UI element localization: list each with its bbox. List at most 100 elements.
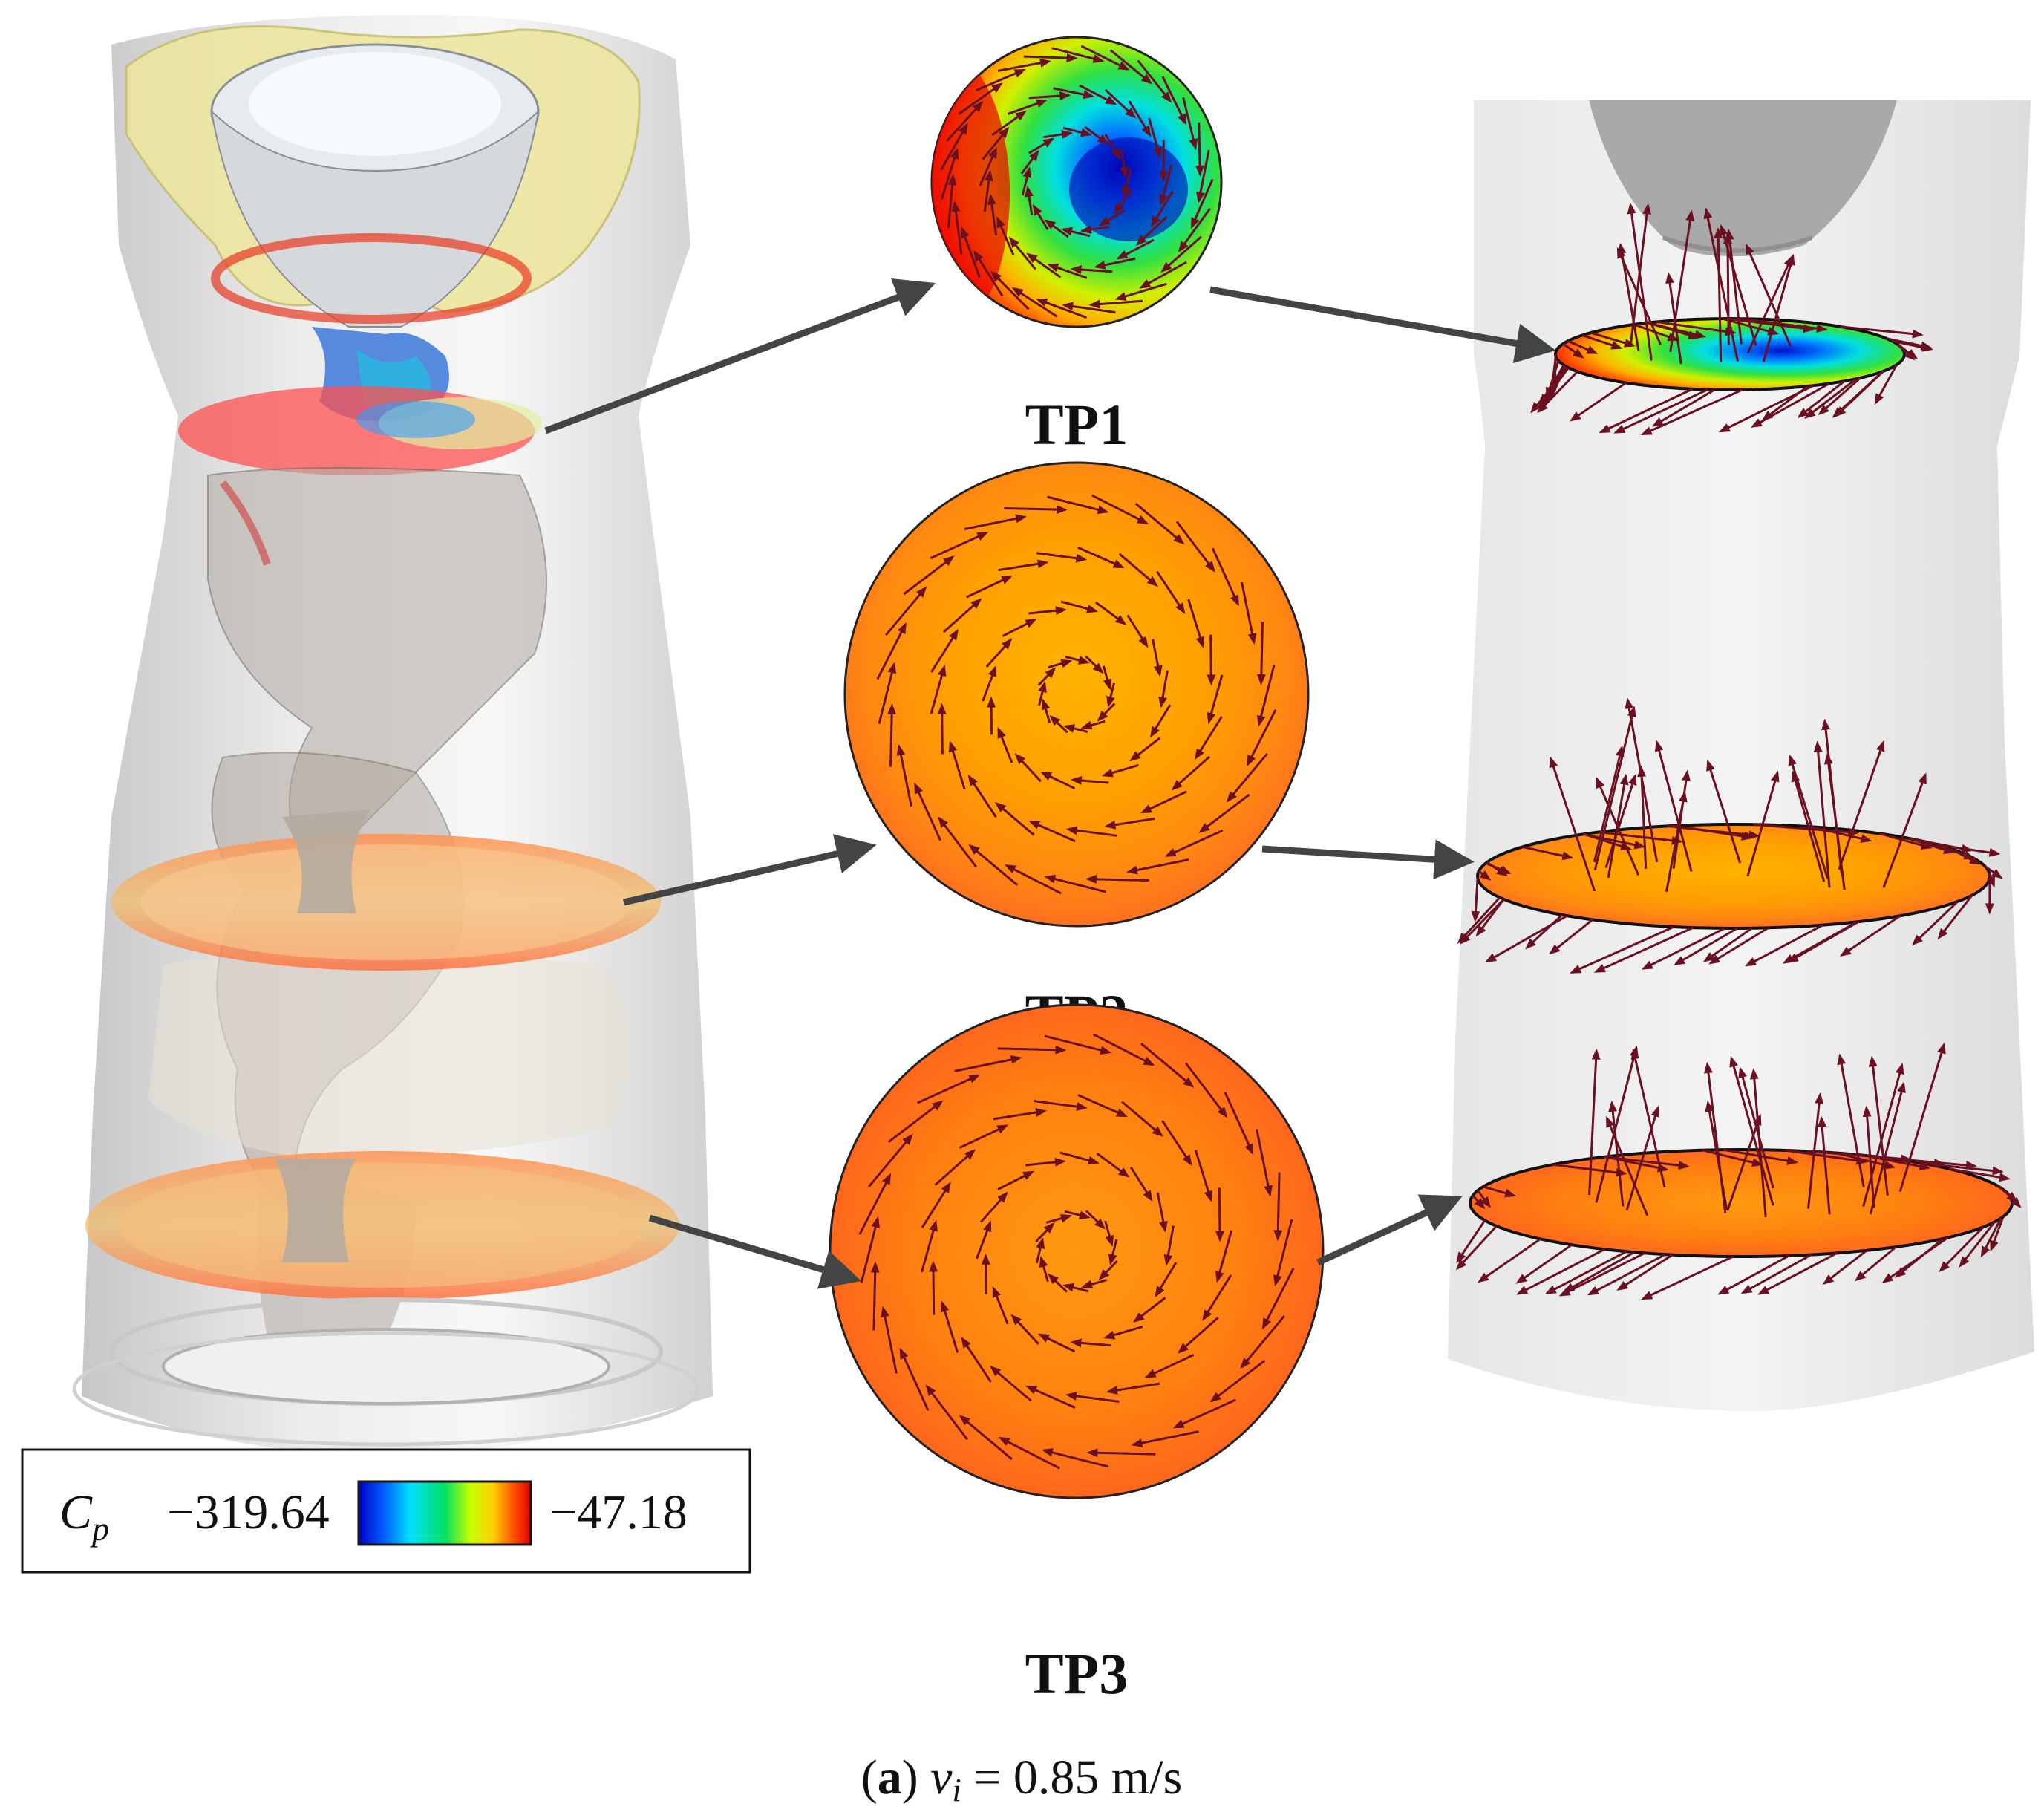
velocity-vector bbox=[870, 1261, 880, 1331]
velocity-vector bbox=[1821, 718, 1843, 873]
velocity-vector bbox=[1079, 84, 1117, 105]
velocity-vector bbox=[1256, 665, 1276, 727]
velocity-vector bbox=[1135, 216, 1168, 247]
velocity-vector bbox=[1172, 1398, 1236, 1429]
velocity-vector bbox=[1065, 826, 1117, 837]
velocity-vector bbox=[1109, 49, 1153, 85]
velocity-vector bbox=[1665, 272, 1682, 365]
velocity-vector bbox=[961, 226, 981, 278]
velocity-vector bbox=[996, 216, 1015, 255]
velocity-vector bbox=[1038, 681, 1047, 706]
velocity-vector bbox=[1064, 1210, 1091, 1220]
arrow-center-tp3-to-right bbox=[1316, 1194, 1463, 1266]
velocity-vector bbox=[1207, 634, 1216, 686]
velocity-vector bbox=[1762, 253, 1795, 363]
velocity-vector bbox=[964, 514, 1028, 530]
velocity-vector bbox=[1045, 1213, 1072, 1224]
velocity-vector bbox=[1581, 333, 1623, 350]
velocity-vector bbox=[1604, 1156, 1669, 1173]
velocity-vector bbox=[1194, 1150, 1213, 1202]
velocity-vector bbox=[1104, 134, 1121, 160]
velocity-vector bbox=[1740, 1254, 1812, 1294]
velocity-vector bbox=[1595, 1045, 1639, 1203]
velocity-vector bbox=[1034, 1100, 1088, 1112]
velocity-vector bbox=[1215, 1230, 1233, 1283]
velocity-vector bbox=[1098, 1260, 1118, 1280]
velocity-vector bbox=[982, 665, 997, 702]
velocity-vector bbox=[1161, 1120, 1192, 1167]
velocity-vector bbox=[1706, 759, 1742, 864]
velocity-vector bbox=[1085, 874, 1149, 884]
velocity-vector bbox=[954, 1055, 1022, 1072]
velocity-vector bbox=[1570, 382, 1627, 422]
velocity-vector bbox=[1035, 1237, 1045, 1264]
velocity-vector bbox=[1604, 773, 1637, 868]
velocity-vector bbox=[998, 559, 1049, 572]
velocity-vector bbox=[1070, 265, 1113, 274]
velocity-vector bbox=[968, 844, 1019, 886]
velocity-vector bbox=[1011, 287, 1058, 318]
velocity-vector bbox=[1725, 228, 1743, 345]
velocity-vector bbox=[1839, 325, 1924, 339]
velocity-vector bbox=[942, 598, 982, 633]
legend-min-label: −319.64 bbox=[167, 1485, 330, 1539]
velocity-vector bbox=[1037, 667, 1057, 686]
velocity-vector bbox=[1718, 384, 1815, 433]
velocity-vector bbox=[1028, 606, 1067, 616]
velocity-vector bbox=[1522, 845, 1574, 861]
velocity-vector bbox=[1247, 709, 1277, 767]
velocity-vector bbox=[1882, 772, 1927, 888]
velocity-vector bbox=[1131, 1430, 1199, 1447]
legend-max-label: −47.18 bbox=[549, 1485, 688, 1539]
velocity-vector bbox=[1159, 164, 1173, 206]
velocity-vector bbox=[1094, 601, 1127, 625]
velocity-vector bbox=[1549, 756, 1596, 892]
velocity-vector bbox=[1104, 817, 1155, 830]
velocity-vector bbox=[903, 555, 955, 596]
velocity-vector bbox=[1158, 670, 1169, 708]
velocity-vector bbox=[1101, 763, 1139, 778]
velocity-vector bbox=[1552, 1163, 1627, 1177]
velocity-vector bbox=[1840, 914, 1901, 957]
velocity-vector bbox=[1044, 219, 1069, 238]
velocity-vector bbox=[1118, 553, 1158, 587]
velocity-vector bbox=[940, 123, 968, 171]
right-runner-cone bbox=[1589, 100, 1897, 256]
velocity-vector bbox=[1085, 1210, 1106, 1230]
velocity-vector bbox=[1745, 243, 1792, 348]
velocity-vector bbox=[1126, 614, 1149, 648]
velocity-vector bbox=[1791, 770, 1826, 882]
velocity-vector bbox=[1209, 1360, 1266, 1403]
velocity-vector bbox=[1640, 388, 1743, 436]
velocity-vector bbox=[1997, 1185, 2018, 1202]
velocity-vector bbox=[1750, 382, 1830, 428]
velocity-vector bbox=[976, 68, 1026, 91]
velocity-vector bbox=[1004, 505, 1068, 515]
velocity-vector bbox=[1039, 1256, 1049, 1283]
velocity-vector bbox=[1708, 927, 1769, 965]
velocity-vector bbox=[925, 1384, 968, 1441]
velocity-vector bbox=[1049, 714, 1068, 734]
velocity-vector bbox=[951, 201, 963, 255]
arrow-center-tp1-to-right bbox=[1209, 286, 1556, 364]
velocity-vector bbox=[997, 1045, 1067, 1055]
velocity-vector bbox=[1729, 1055, 1774, 1206]
right-tp3-vectors bbox=[1455, 1042, 2022, 1300]
velocity-vector bbox=[1456, 1219, 1486, 1264]
velocity-vector bbox=[1062, 126, 1092, 137]
velocity-vector bbox=[1837, 1053, 1865, 1187]
velocity-vector bbox=[1026, 252, 1062, 278]
velocity-vector bbox=[1719, 224, 1757, 346]
velocity-vector bbox=[1202, 1274, 1232, 1321]
velocity-vector bbox=[1240, 1315, 1285, 1369]
velocity-vector bbox=[1832, 370, 1884, 418]
velocity-vector bbox=[1121, 168, 1132, 198]
velocity-vector bbox=[896, 743, 912, 807]
velocity-vector bbox=[1746, 255, 1793, 353]
velocity-vector bbox=[1460, 898, 1505, 945]
velocity-vector bbox=[987, 696, 996, 735]
velocity-vector bbox=[1025, 1385, 1076, 1409]
velocity-vector bbox=[1587, 1253, 1666, 1296]
tp1-label: TP1 bbox=[1025, 392, 1129, 457]
velocity-vector bbox=[1641, 927, 1725, 970]
